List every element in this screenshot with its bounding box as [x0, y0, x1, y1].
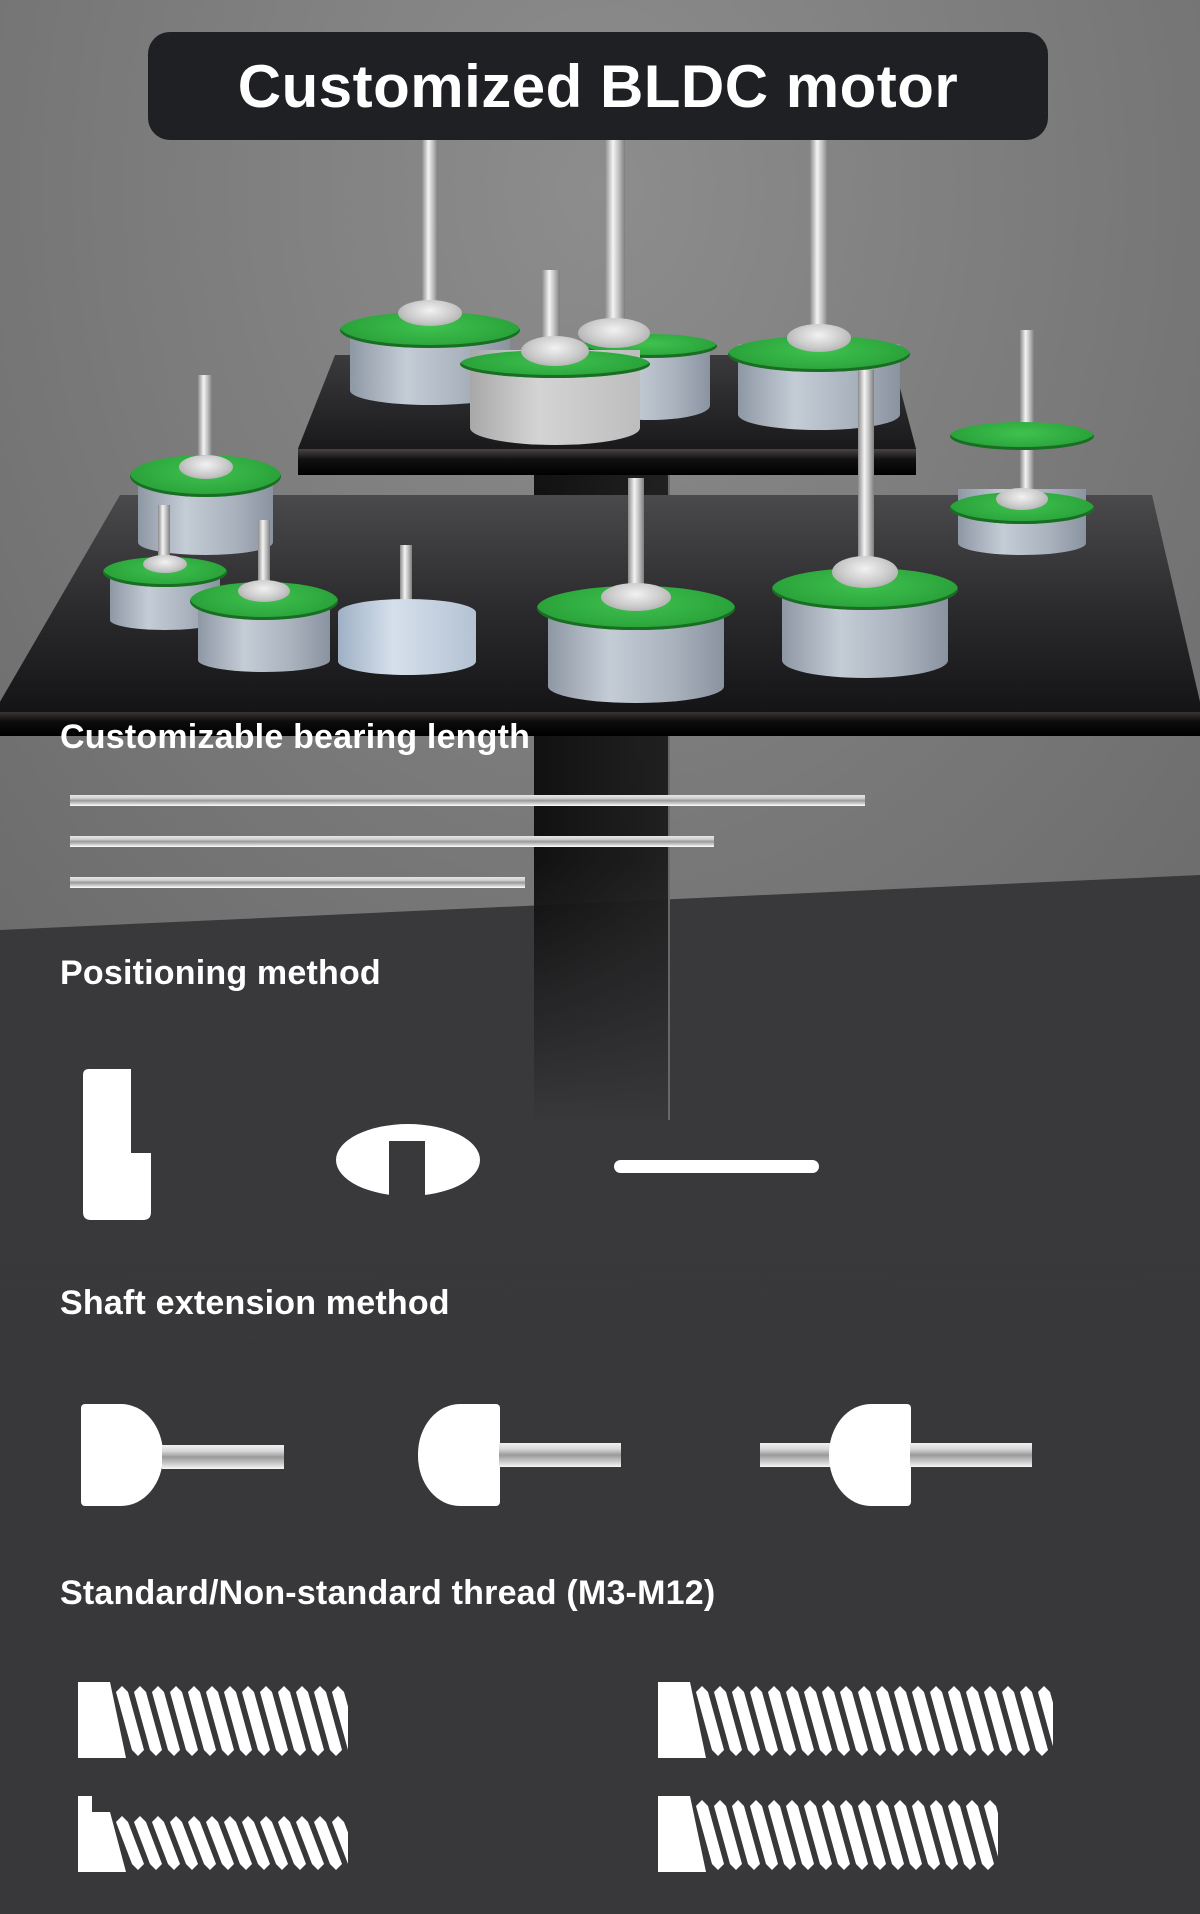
thread-shank [78, 1682, 126, 1758]
thread-crest [966, 1686, 994, 1756]
thread-shank [658, 1682, 706, 1758]
thread-crest [984, 1686, 1012, 1756]
motor-unit [459, 270, 651, 445]
thread-crest [1020, 1686, 1048, 1756]
thread-crest [116, 1686, 144, 1756]
thread-crest [260, 1686, 288, 1756]
motor-unit [537, 478, 735, 703]
thread-crest [930, 1686, 958, 1756]
thread-crest [314, 1686, 342, 1756]
page-title: Customized BLDC motor [237, 52, 959, 120]
motor-unit [190, 520, 338, 672]
bearing-length-heading: Customizable bearing length [60, 718, 531, 756]
bearing-rod-long [70, 795, 865, 806]
thread-crest [1002, 1686, 1030, 1756]
thread-crest [152, 1816, 180, 1870]
thread-crest [332, 1816, 348, 1864]
thread-crest [822, 1686, 850, 1756]
thread-crest [206, 1686, 234, 1756]
thread-crest [714, 1800, 742, 1870]
display-shelf-bottom-edge [0, 712, 1200, 736]
thread-crest [188, 1816, 216, 1870]
thread-crest [116, 1816, 144, 1870]
thread-crest [876, 1686, 904, 1756]
thread-crest [876, 1800, 904, 1870]
thread-crest [894, 1800, 922, 1870]
thread-crest [858, 1686, 886, 1756]
thread-crest [822, 1800, 850, 1870]
thread-crest [912, 1800, 940, 1870]
thread-crest [786, 1800, 814, 1870]
thread-crest [948, 1686, 976, 1756]
thread-crest [278, 1686, 306, 1756]
thread-crest [134, 1816, 162, 1870]
thread-crest [696, 1686, 724, 1756]
thread-crest [930, 1800, 958, 1870]
thread-shank [78, 1796, 126, 1872]
thread-crest [948, 1800, 976, 1870]
thread-crest [732, 1686, 760, 1756]
title-banner: Customized BLDC motor [148, 32, 1048, 140]
thread-crest [804, 1800, 832, 1870]
thread-shank [658, 1796, 706, 1872]
thread-crest [750, 1686, 778, 1756]
motor-unit [338, 545, 476, 675]
thread-crest [732, 1800, 760, 1870]
thread-crest [170, 1686, 198, 1756]
thread-heading: Standard/Non-standard thread (M3-M12) [60, 1574, 716, 1612]
thread-crest [332, 1686, 348, 1750]
thread-crest [242, 1816, 270, 1870]
thread-crest [1038, 1686, 1053, 1747]
thread-crest [750, 1800, 778, 1870]
thread-crest [314, 1816, 342, 1870]
thread-crest [696, 1800, 724, 1870]
thread-crest [768, 1800, 796, 1870]
thread-crest [152, 1686, 180, 1756]
thread-crest [296, 1816, 324, 1870]
thread-crest [296, 1686, 324, 1756]
positioning-method-heading: Positioning method [60, 954, 381, 992]
thread-crest [768, 1686, 796, 1756]
thread-crest [804, 1686, 832, 1756]
notched-block-icon [83, 1069, 151, 1220]
thread-crest [134, 1686, 162, 1756]
thread-crest [260, 1816, 288, 1870]
thread-crest [894, 1686, 922, 1756]
flat-key-bar-icon [614, 1160, 819, 1173]
thread-crest [224, 1686, 252, 1756]
short-thread-icon [78, 1682, 348, 1758]
bearing-rod-short [70, 877, 525, 888]
thread-crest [912, 1686, 940, 1756]
thread-crest [840, 1686, 868, 1756]
thread-crest [188, 1686, 216, 1756]
thread-crest [840, 1800, 868, 1870]
thread-crest [984, 1800, 998, 1857]
bearing-rod-medium [70, 836, 714, 847]
medium-thread-icon [658, 1796, 998, 1872]
thread-crest [170, 1816, 198, 1870]
d-flat-ellipse-icon [336, 1124, 480, 1196]
motor-unit [772, 370, 958, 678]
short-stepped-thread-icon [78, 1796, 348, 1872]
thread-crest [966, 1800, 994, 1870]
thread-crest [858, 1800, 886, 1870]
thread-crest [242, 1686, 270, 1756]
thread-crest [278, 1816, 306, 1870]
display-shelf-top-edge [298, 449, 916, 475]
shaft-extension-heading: Shaft extension method [60, 1284, 450, 1322]
thread-crest [224, 1816, 252, 1870]
thread-crest [786, 1686, 814, 1756]
motor-unit [950, 330, 1094, 555]
motor-unit [129, 375, 282, 555]
thread-crest [206, 1816, 234, 1870]
long-thread-icon [658, 1682, 1053, 1758]
thread-crest [714, 1686, 742, 1756]
